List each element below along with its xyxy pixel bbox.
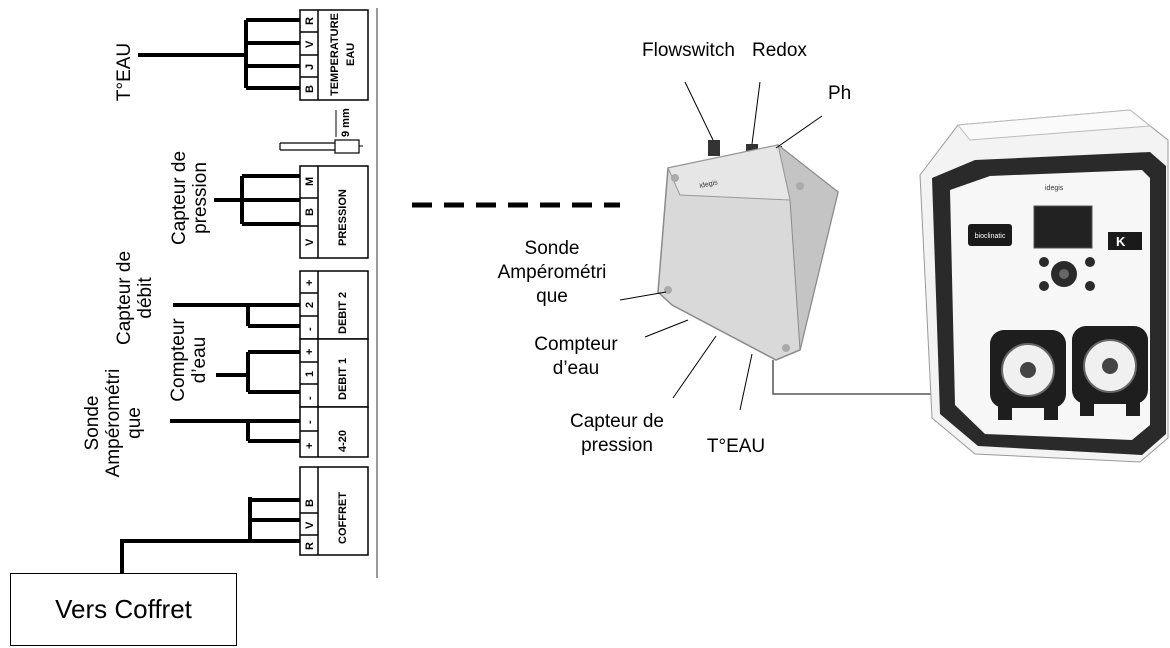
junction-box: idegis	[657, 140, 839, 361]
terminal-block-debit1: - 1 + DEBIT 1	[299, 338, 369, 408]
terminal-label: -	[304, 420, 316, 424]
terminal-label: +	[304, 349, 316, 355]
key-button[interactable]	[1085, 257, 1095, 267]
controller-unit: idegis bioclinatic K	[919, 109, 1169, 463]
label-pression-line1: Capteur de	[169, 151, 190, 245]
terminal-label: R	[304, 17, 316, 25]
terminal-label: V	[304, 238, 316, 246]
label-teau-box: T°EAU	[707, 436, 765, 457]
debit-wires	[170, 303, 300, 443]
block-title: EAU	[345, 43, 357, 66]
label-compteur-box-1: Compteur	[534, 334, 618, 355]
k-badge-text: K	[1116, 234, 1126, 249]
label-sonde-box-2: Ampérométri	[498, 262, 607, 283]
pression-wires	[214, 174, 300, 226]
terminal-label: +	[304, 443, 316, 449]
terminal-label: -	[304, 327, 316, 331]
label-teau-left: T°EAU	[114, 43, 135, 101]
box-top-callouts	[684, 81, 823, 149]
coffret-wires	[120, 497, 300, 575]
terminal-block-4-20: + - 4-20	[299, 406, 369, 458]
product-name: bioclinatic	[975, 233, 1006, 240]
terminal-label: 1	[304, 371, 316, 377]
label-capteur-box-1: Capteur de	[570, 411, 664, 432]
block-title: DEBIT 1	[337, 358, 349, 400]
terminal-label: M	[304, 177, 316, 186]
product-badge	[968, 224, 1012, 246]
terminal-label: B	[304, 85, 316, 93]
terminal-label: B	[304, 208, 316, 216]
key-button[interactable]	[1085, 281, 1095, 291]
block-title: 4-20	[337, 430, 349, 452]
terminal-label: V	[304, 40, 316, 48]
wire-gauge-label: 9 mm	[340, 108, 352, 137]
label-compteur-line1: Compteur	[168, 318, 189, 402]
pump-left	[990, 330, 1066, 420]
block-title: TEMPERATURE	[329, 13, 341, 96]
block-title: COFFRET	[337, 492, 349, 544]
label-ph: Ph	[828, 83, 851, 104]
k-badge	[1108, 232, 1142, 250]
box-bottom-callouts	[619, 291, 753, 411]
flowswitch-connector	[708, 140, 720, 156]
terminal-label: -	[304, 396, 316, 400]
terminal-label: B	[304, 499, 316, 507]
key-button[interactable]	[1039, 257, 1049, 267]
label-sonde-line2: Ampérométri	[103, 369, 124, 478]
terminal-block-debit2: - 2 + DEBIT 2	[299, 270, 369, 340]
label-sonde-line3: que	[124, 407, 145, 439]
lcd-screen	[1033, 205, 1093, 249]
label-sonde-line1: Sonde	[82, 396, 103, 451]
label-flowswitch: Flowswitch	[642, 40, 735, 61]
box-controller-cable	[772, 360, 934, 395]
label-sonde-box-1: Sonde	[525, 238, 580, 259]
key-button[interactable]	[1039, 281, 1049, 291]
block-title: DEBIT 2	[337, 292, 349, 334]
label-compteur-line2: d’eau	[189, 337, 210, 384]
label-redox: Redox	[752, 40, 807, 61]
terminal-label: V	[304, 521, 316, 529]
label-capteur-box-2: pression	[581, 435, 653, 456]
pump-right	[1072, 326, 1148, 416]
label-pression-line2: pression	[190, 162, 211, 234]
terminal-label: +	[304, 280, 316, 286]
label-debit-line1: Capteur de	[114, 251, 135, 345]
label-compteur-box-2: d’eau	[553, 358, 600, 379]
wire-strip-icon: 9 mm	[279, 108, 363, 154]
terminal-label: R	[304, 542, 316, 550]
terminal-block-temperature: B J V R TEMPERATURE EAU	[299, 9, 369, 101]
temperature-wires	[138, 18, 300, 90]
terminal-label: 2	[304, 302, 316, 308]
terminal-block-coffret: R V B COFFRET	[299, 466, 369, 556]
vers-coffret-box: Vers Coffret	[10, 573, 237, 646]
label-sonde-box-3: que	[536, 286, 568, 307]
label-debit-line2: débit	[135, 277, 156, 319]
block-title: PRESSION	[337, 189, 349, 246]
terminal-label: J	[304, 64, 316, 70]
junction-box-brand: idegis	[699, 179, 719, 190]
terminal-block-pression: V B M PRESSION	[299, 165, 369, 259]
controller-brand: idegis	[1045, 185, 1064, 192]
